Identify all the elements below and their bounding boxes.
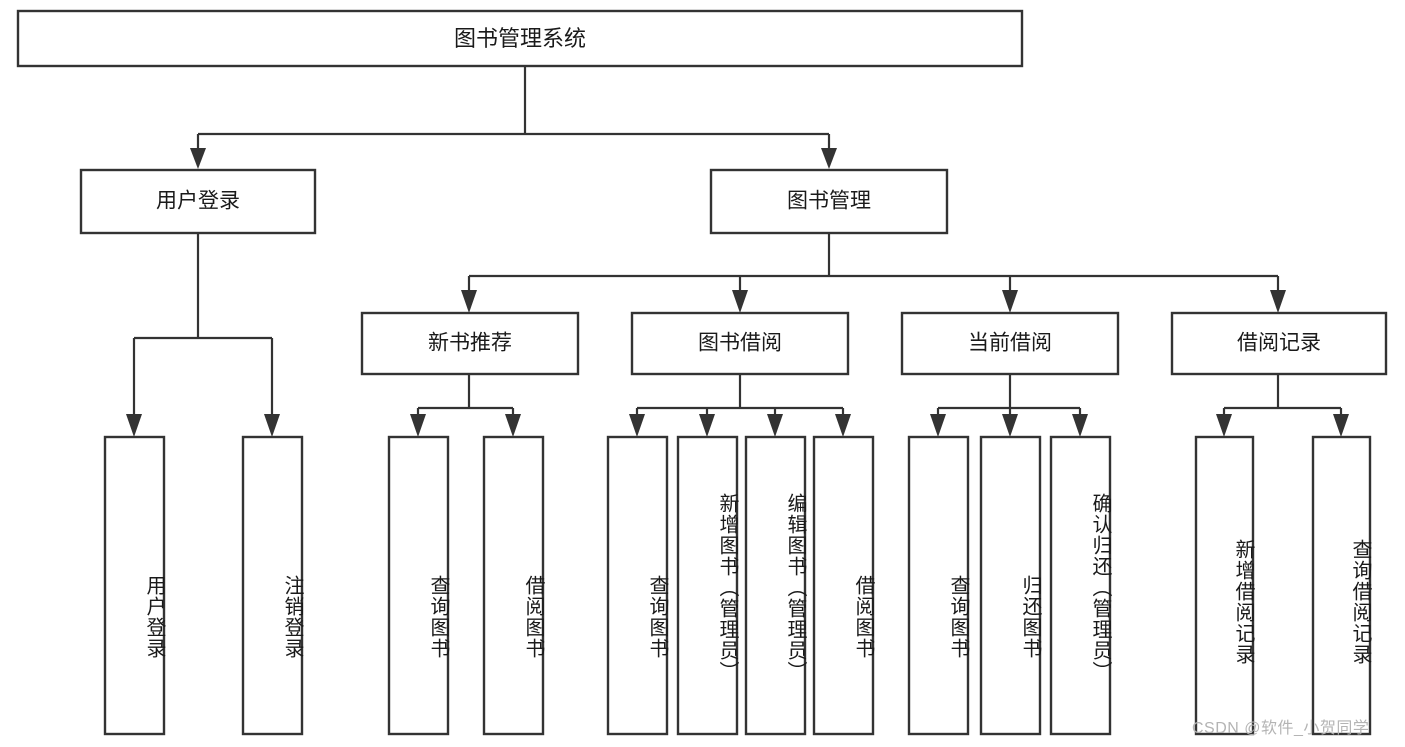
node-borrow-record-label: 借阅记录 bbox=[1237, 332, 1321, 355]
node-new-book-recommend-label: 新书推荐 bbox=[428, 332, 512, 355]
arrow-head-leaf-add-record bbox=[1216, 414, 1232, 437]
node-new-book-recommend[interactable] bbox=[360, 311, 580, 376]
node-leaf-add-record[interactable] bbox=[1194, 435, 1255, 736]
arrow-head-current-borrow bbox=[1002, 290, 1018, 313]
arrow-head-leaf-confirm-return bbox=[1072, 414, 1088, 437]
connector-layer bbox=[126, 66, 1349, 437]
node-current-borrow[interactable] bbox=[900, 311, 1120, 376]
arrow-head-borrow-record bbox=[1270, 290, 1286, 313]
arrow-head-leaf-edit-book bbox=[767, 414, 783, 437]
node-root-label: 图书管理系统 bbox=[454, 26, 586, 51]
arrow-head-leaf-logout bbox=[264, 414, 280, 437]
node-book-borrow[interactable] bbox=[630, 311, 850, 376]
node-leaf-edit-book[interactable] bbox=[744, 435, 807, 736]
csdn-watermark: CSDN @软件_小贺同学 bbox=[1192, 720, 1370, 737]
arrow-head-leaf-borrow-book-1 bbox=[505, 414, 521, 437]
arrow-head-leaf-query-book-1 bbox=[410, 414, 426, 437]
node-book-manage[interactable] bbox=[709, 168, 949, 235]
node-leaf-add-book[interactable] bbox=[676, 435, 739, 736]
node-leaf-query-book-1[interactable] bbox=[387, 435, 450, 736]
node-user-login[interactable] bbox=[79, 168, 317, 235]
node-user-login-label: 用户登录 bbox=[156, 190, 240, 213]
arrow-head-leaf-add-book bbox=[699, 414, 715, 437]
arrow-head-leaf-query-book-2 bbox=[629, 414, 645, 437]
arrow-head-leaf-query-record bbox=[1333, 414, 1349, 437]
arrow-head-leaf-borrow-book-2 bbox=[835, 414, 851, 437]
node-leaf-user-login[interactable] bbox=[103, 435, 166, 736]
node-leaf-confirm-return[interactable] bbox=[1049, 435, 1112, 736]
node-leaf-borrow-book-2[interactable] bbox=[812, 435, 875, 736]
node-leaf-query-record[interactable] bbox=[1311, 435, 1372, 736]
arrow-head-book-borrow bbox=[732, 290, 748, 313]
arrow-head-user-login bbox=[190, 148, 206, 169]
node-leaf-logout[interactable] bbox=[241, 435, 304, 736]
node-book-borrow-label: 图书借阅 bbox=[698, 332, 782, 355]
node-layer: 图书管理系统 用户登录 图书管理 新书推荐 图书借阅 当前借阅 借阅记录 bbox=[16, 9, 1388, 736]
arrow-head-leaf-return-book bbox=[1002, 414, 1018, 437]
node-book-manage-label: 图书管理 bbox=[787, 190, 871, 213]
arrow-head-book-manage bbox=[821, 148, 837, 169]
arrow-head-leaf-query-book-3 bbox=[930, 414, 946, 437]
node-current-borrow-label: 当前借阅 bbox=[968, 332, 1052, 355]
arrow-head-leaf-user-login bbox=[126, 414, 142, 437]
node-leaf-query-book-2[interactable] bbox=[606, 435, 669, 736]
node-leaf-query-book-3[interactable] bbox=[907, 435, 970, 736]
node-leaf-return-book[interactable] bbox=[979, 435, 1042, 736]
node-root[interactable] bbox=[16, 9, 1024, 68]
node-leaf-borrow-book-1[interactable] bbox=[482, 435, 545, 736]
node-borrow-record[interactable] bbox=[1170, 311, 1388, 376]
arrow-head-new-book-recommend bbox=[461, 290, 477, 313]
